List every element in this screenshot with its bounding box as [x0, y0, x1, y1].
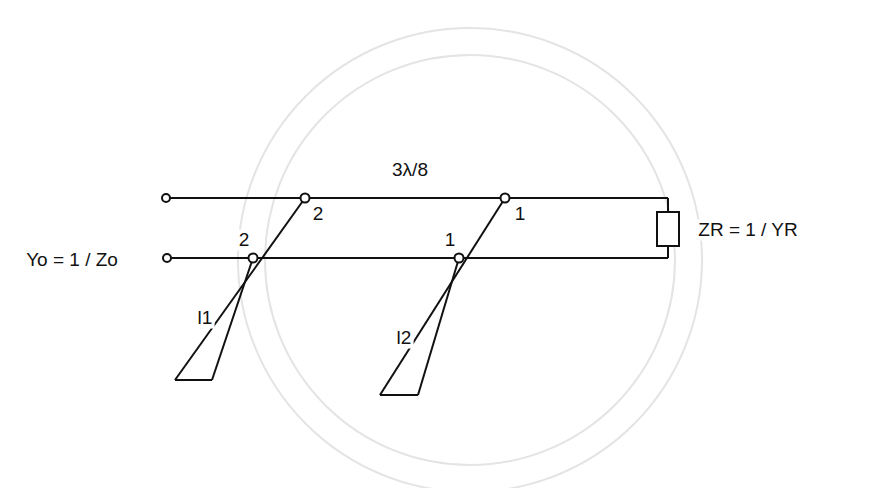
stub-length-label: l2: [395, 328, 414, 349]
length-label: 3λ/8: [390, 160, 430, 181]
point-number: 1: [443, 230, 458, 251]
point-number: 2: [311, 204, 326, 225]
load-label: ZR = 1 / YR: [696, 220, 799, 241]
admittance-label: Yo = 1 / Zo: [24, 250, 120, 271]
load-resistor: [657, 212, 679, 246]
terminal-dots: [162, 194, 510, 263]
line-wires: [170, 198, 668, 395]
point-number: 1: [513, 204, 528, 225]
stub-length-label: l1: [196, 308, 215, 329]
point-number: 2: [237, 230, 252, 251]
